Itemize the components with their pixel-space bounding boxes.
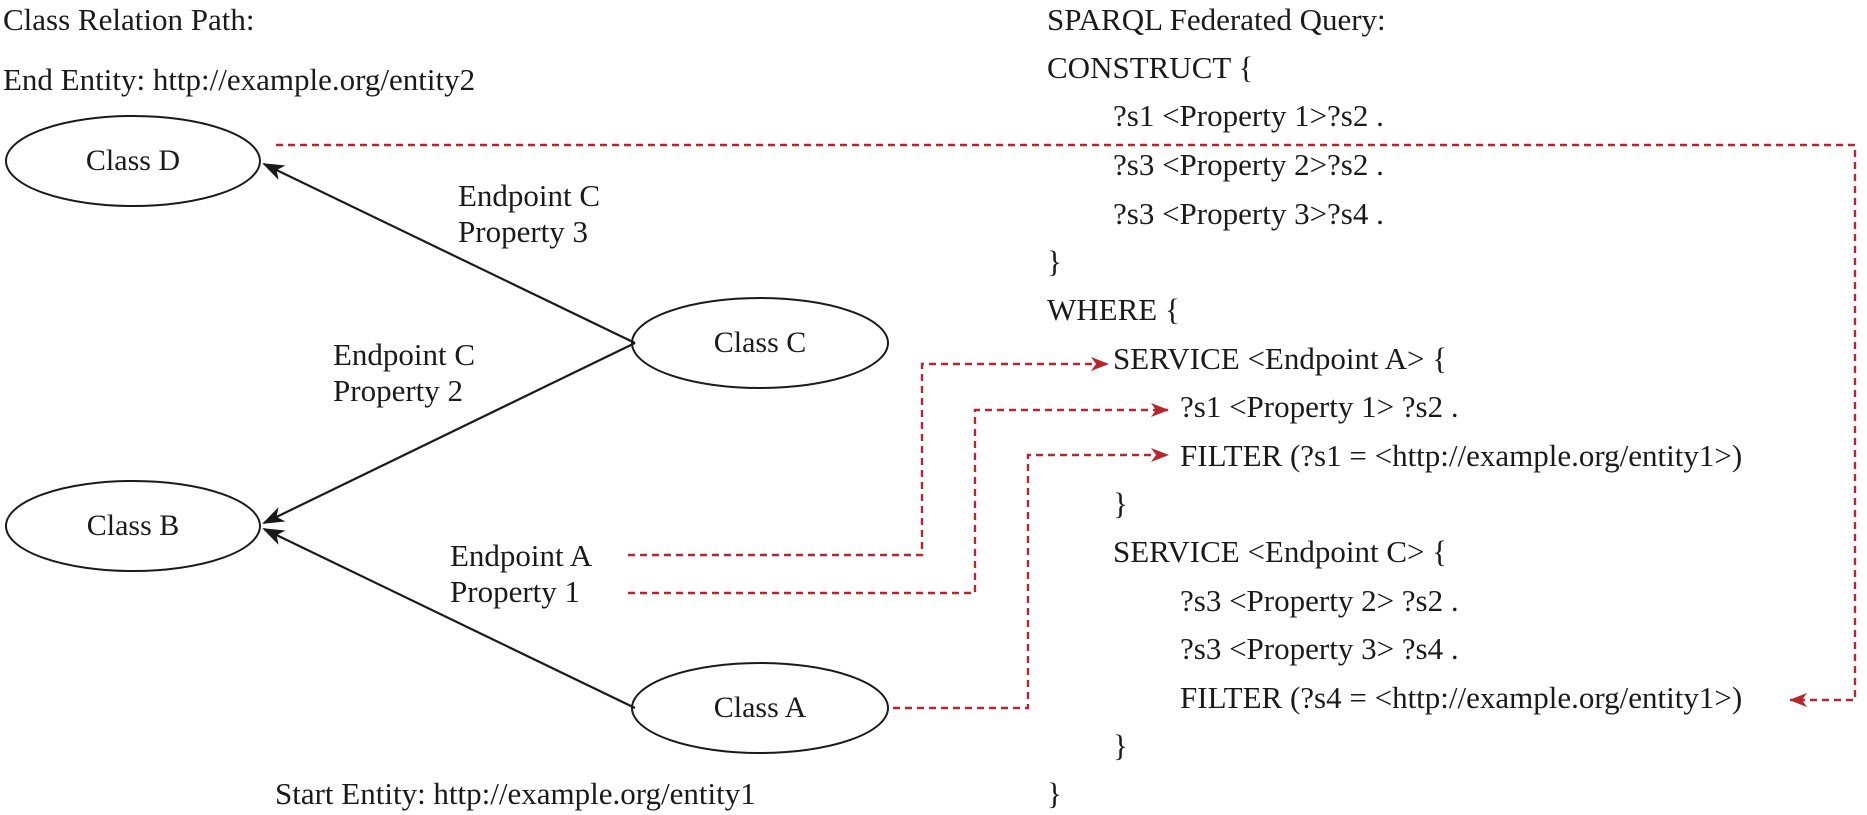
class-a-node	[631, 662, 889, 754]
edge-a-to-b-property: Property 1	[450, 574, 581, 609]
edge-c-to-d-arrow	[262, 163, 636, 344]
query-line-service-a: SERVICE <Endpoint A> {	[1113, 341, 1448, 376]
query-line-service-c-triple-2: ?s3 <Property 3> ?s4 .	[1180, 631, 1459, 666]
edge-c-to-d-property: Property 3	[458, 214, 589, 249]
edge-c-to-b-endpoint: Endpoint C	[333, 337, 476, 372]
edge-c-to-b-arrow	[262, 342, 636, 524]
query-line-where-close: }	[1047, 776, 1062, 811]
end-entity-label: End Entity: http://example.org/entity2	[3, 62, 476, 97]
connector-property-1	[628, 403, 1169, 595]
query-title: SPARQL Federated Query:	[1047, 2, 1386, 37]
start-entity-label: Start Entity: http://example.org/entity1	[275, 776, 756, 811]
class-b-node	[5, 480, 261, 572]
query-line-construct: CONSTRUCT {	[1047, 50, 1254, 85]
query-line-construct-close: }	[1047, 244, 1062, 279]
class-a-label: Class A	[713, 691, 807, 724]
class-c-label: Class C	[713, 326, 807, 359]
edge-a-to-b-endpoint: Endpoint A	[450, 538, 593, 573]
edge-c-to-b-property: Property 2	[333, 373, 464, 408]
class-d-label: Class D	[85, 144, 181, 177]
class-b-label: Class B	[86, 509, 180, 542]
query-line-service-c: SERVICE <Endpoint C> {	[1113, 534, 1448, 569]
connector-class-d	[276, 143, 1857, 707]
query-line-service-c-filter: FILTER (?s4 = <http://example.org/entity…	[1180, 680, 1743, 715]
query-line-where: WHERE {	[1047, 292, 1180, 327]
connector-class-a	[893, 448, 1169, 710]
query-line-triple-2: ?s3 <Property 2>?s2 .	[1113, 147, 1384, 182]
query-line-service-a-filter: FILTER (?s1 = <http://example.org/entity…	[1180, 438, 1743, 473]
class-d-node	[5, 115, 261, 207]
class-c-node	[631, 297, 889, 389]
connector-endpoint-a	[628, 357, 1109, 557]
query-line-triple-3: ?s3 <Property 3>?s4 .	[1113, 196, 1384, 231]
query-line-service-a-triple: ?s1 <Property 1> ?s2 .	[1180, 389, 1459, 424]
query-line-service-c-triple-1: ?s3 <Property 2> ?s2 .	[1180, 583, 1459, 618]
query-line-service-c-close: }	[1113, 728, 1128, 763]
edge-c-to-d-endpoint: Endpoint C	[458, 178, 601, 213]
left-panel-title: Class Relation Path:	[3, 2, 255, 37]
edge-a-to-b-arrow	[262, 528, 636, 709]
query-line-triple-1: ?s1 <Property 1>?s2 .	[1113, 98, 1384, 133]
query-line-service-a-close: }	[1113, 486, 1128, 521]
